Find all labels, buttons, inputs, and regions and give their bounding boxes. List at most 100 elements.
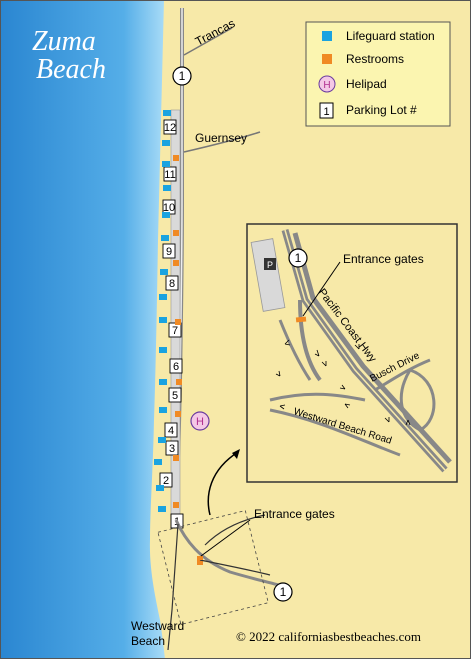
westward-access-road [174,519,283,588]
inset-parking-symbol: P [267,260,273,270]
parking-lot-3: 3 [165,440,179,456]
lifeguard-stations [154,110,171,512]
parking-lot-12: 12 [163,119,177,135]
parking-lot-7: 7 [168,322,182,338]
map-title-line1: Zuma [32,26,96,57]
lifeguard-icon [322,31,332,41]
westward-beach-label-line2: Beach [131,634,165,648]
inset-pointer-arrowhead [232,449,240,459]
inset-parking-lot [250,238,286,312]
legend: Lifeguard station Restrooms H Helipad 1 … [305,21,451,127]
svg-text:11: 11 [164,169,175,181]
lifeguard-station [160,269,168,275]
lifeguard-station [159,317,167,323]
parking-lot-icon: 1 [319,102,334,119]
inset-entrance-gate [295,316,307,323]
restroom [175,411,181,417]
copyright-text: © 2022 californiasbestbeaches.com [236,629,421,644]
restroom [175,319,181,325]
map-title-line2: Beach [36,54,106,85]
inset-ramp [298,299,322,382]
inset-ramp-2 [278,319,312,381]
legend-helipad: Helipad [346,77,387,91]
restroom [173,502,179,508]
guernsey-label: Guernsey [195,131,247,145]
highway-1-marker-top: 1 [172,66,192,86]
lifeguard-station [156,485,164,491]
local-road-b [199,559,271,576]
restroom [173,260,179,266]
svg-text:1: 1 [179,69,186,83]
inset-entrance-gates-label: Entrance gates [343,252,424,266]
highway-1-marker-bottom: 1 [273,582,293,602]
helipad-icon: H [318,75,336,93]
svg-text:12: 12 [164,122,176,134]
restroom [173,230,179,236]
svg-text:9: 9 [166,246,172,258]
parking-lot-5: 5 [168,387,182,403]
lifeguard-station [158,437,166,443]
inset-busch-loop [399,368,436,432]
westward-beach-label-line1: Westward [131,619,184,633]
legend-lifeguard: Lifeguard station [346,29,435,43]
parking-lot-4: 4 [164,422,178,438]
trancas-road [183,27,233,56]
svg-text:7: 7 [172,325,178,337]
restroom [176,379,182,385]
inset-busch-drive [374,358,431,392]
inset-pointer-arrow [207,451,239,516]
lifeguard-station [159,407,167,413]
parking-lot-10: 10 [162,199,176,215]
legend-restrooms: Restrooms [346,52,404,66]
restrooms [173,155,203,565]
parking-lot-6: 6 [169,358,183,374]
lifeguard-station [159,294,167,300]
lifeguard-station [154,459,162,465]
svg-text:5: 5 [172,390,178,402]
svg-text:H: H [323,80,330,91]
helipad-marker: H [190,411,210,431]
entrance-gate-marker [197,556,203,560]
svg-text:6: 6 [173,361,179,373]
lifeguard-station [162,161,170,167]
inset-entrance-pointer [302,261,341,317]
legend-parking-lot: Parking Lot # [346,103,417,117]
svg-text:10: 10 [163,202,175,214]
lifeguard-station [161,235,169,241]
inset-westward-beach-road [269,408,401,457]
lifeguard-station [158,506,166,512]
inset-map: P Entrance gates 1 Pacific Coast Hwy Bus… [246,223,458,483]
westward-beach-trail [167,523,179,651]
svg-text:2: 2 [163,475,169,487]
lifeguard-station [159,379,167,385]
lifeguard-station [162,212,170,218]
inset-traffic-arrows [275,339,411,426]
ocean [0,0,165,659]
parking-lot-2: 2 [159,472,173,488]
lifeguard-station [162,140,170,146]
inset-highway-1-marker: 1 [288,248,308,268]
inset-focus-box [157,510,269,625]
local-road-a [204,514,266,546]
svg-text:1: 1 [295,251,302,265]
svg-text:4: 4 [168,425,174,437]
svg-text:1: 1 [323,106,329,118]
lifeguard-station [163,185,171,191]
guernsey-road [183,131,261,153]
parking-lot-11: 11 [163,166,177,182]
svg-text:3: 3 [169,443,175,455]
svg-text:1: 1 [280,585,287,599]
parking-lot-8: 8 [165,275,179,291]
entrance-gates-label: Entrance gates [254,507,335,521]
restroom [173,155,179,161]
inset-parking-icon [264,258,276,270]
restroom [173,455,179,461]
inset-pch-northbound [292,232,452,464]
lifeguard-station [159,347,167,353]
parking-lot-9: 9 [162,243,176,259]
svg-text:H: H [196,416,204,428]
entrance-gates-pointer [200,519,251,557]
restroom [197,559,203,565]
svg-text:8: 8 [169,278,175,290]
